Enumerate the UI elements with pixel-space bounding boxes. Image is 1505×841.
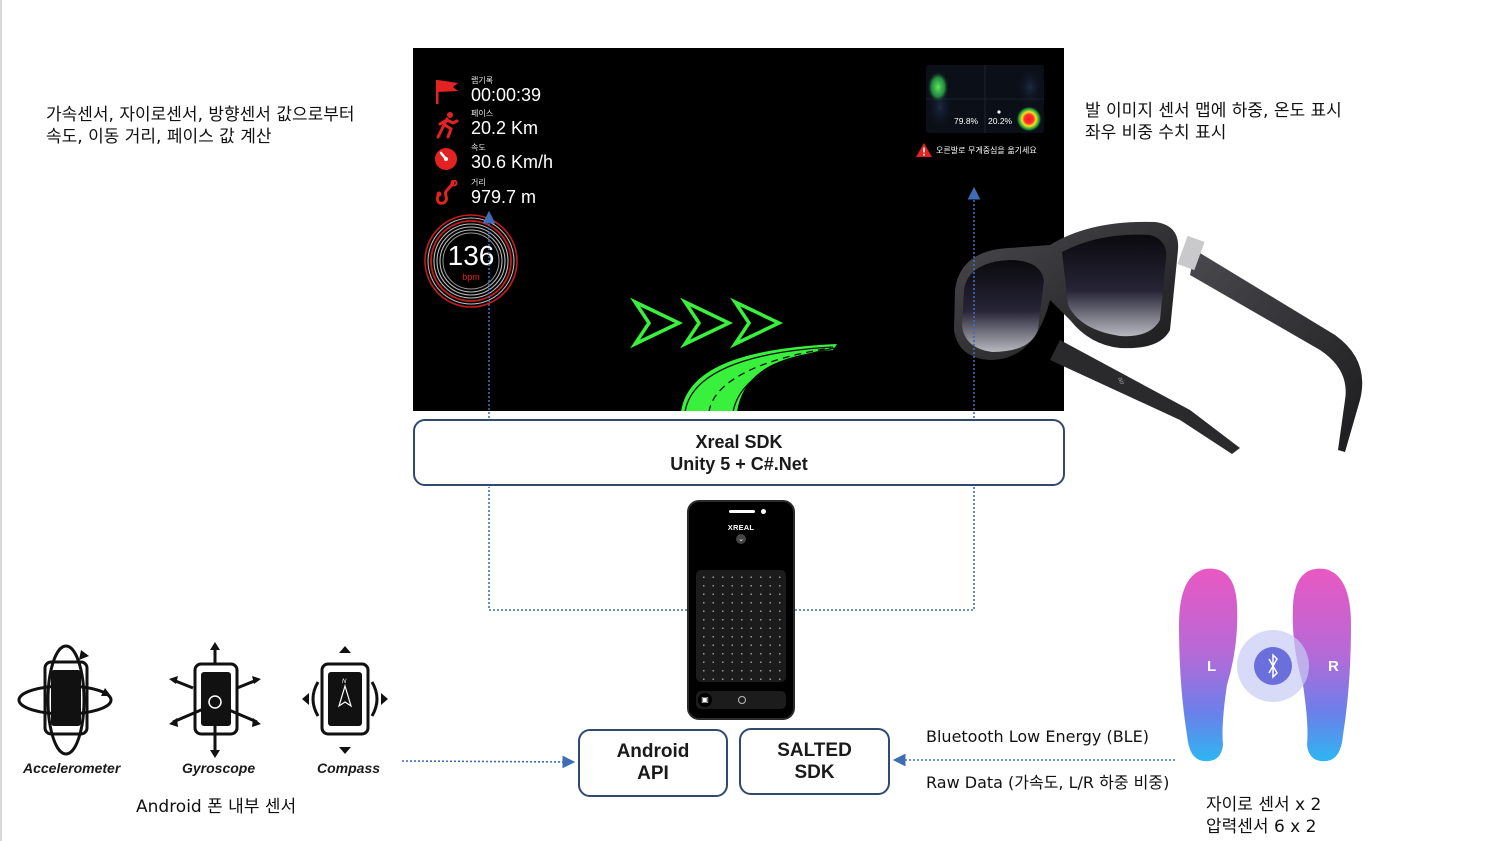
insole-right-label: R xyxy=(1328,658,1339,675)
screenshot-icon[interactable]: ▣ xyxy=(698,693,712,707)
hud-stat-label: 페이스 xyxy=(471,109,494,118)
box-title: Android xyxy=(616,741,690,762)
hud-stat-label: 속도 xyxy=(471,143,486,152)
android-sensors-caption: Android 폰 내부 센서 xyxy=(136,797,297,817)
hud-stat-value: 979.7 m xyxy=(471,187,537,207)
balance-warning: 오른발로 무게중심을 옮기세요 xyxy=(916,143,1037,157)
speedometer-icon xyxy=(435,148,457,170)
caption-line: 압력센서 6 x 2 xyxy=(1206,817,1317,837)
home-circle-icon[interactable] xyxy=(738,696,746,704)
android-api-box: Android API xyxy=(578,729,728,797)
heart-rate-ring-icon xyxy=(424,214,518,308)
box-subtitle: Unity 5 + C#.Net xyxy=(670,453,808,474)
salted-sdk-box: SALTED SDK xyxy=(739,728,890,795)
flag-icon xyxy=(436,80,458,104)
glasses-logo: air xyxy=(1116,376,1125,386)
hud-stat-value: 20.2 Km xyxy=(471,118,539,138)
android-phone: XREAL ⌄ ▣ xyxy=(687,500,795,720)
navigation-arrows-icon xyxy=(630,297,784,349)
foot-pressure-heatmap: 79.8% 20.2% xyxy=(926,65,1044,133)
warning-icon xyxy=(916,143,932,157)
phone-speaker xyxy=(729,510,755,513)
hud-stat-label: 랩기록 xyxy=(471,76,494,85)
chevron-down-icon[interactable]: ⌄ xyxy=(736,534,746,544)
insole-left-label: L xyxy=(1207,658,1216,675)
annotation-line: 발 이미지 센서 맵에 하중, 온도 표시 xyxy=(1085,101,1342,121)
caption-line: 자이로 센서 x 2 xyxy=(1206,795,1322,815)
route-icon xyxy=(435,180,458,205)
runner-icon xyxy=(436,112,459,139)
salted-smart-insoles-image: L R xyxy=(1179,568,1351,762)
phone-brand-label: XREAL xyxy=(727,523,755,532)
right-foot-percentage: 20.2% xyxy=(988,116,1013,126)
insole-sensor-caption: 자이로 센서 x 2 압력센서 6 x 2 xyxy=(1206,794,1321,838)
box-subtitle: API xyxy=(637,763,669,784)
raw-data-label: Raw Data (가속도, L/R 하중 비중) xyxy=(926,773,1170,792)
annotation-line: 속도, 이동 거리, 페이스 값 계산 xyxy=(46,127,272,147)
accelerometer-icon xyxy=(17,644,113,756)
left-foot-percentage: 79.8% xyxy=(954,116,979,126)
gyroscope-icon xyxy=(169,642,261,758)
road-path-icon xyxy=(681,344,837,411)
box-subtitle: SDK xyxy=(794,761,835,783)
annotation-line: 가속센서, 자이로센서, 방향센서 값으로부터 xyxy=(46,105,355,125)
hud-stat-value: 30.6 Km/h xyxy=(471,152,554,172)
sensor-calc-annotation: 가속센서, 자이로센서, 방향센서 값으로부터 속도, 이동 거리, 페이스 값… xyxy=(46,104,355,148)
heart-rate-unit: bpm xyxy=(462,272,480,282)
compass-icon: N xyxy=(302,646,388,754)
phone-control-bar: ▣ xyxy=(696,691,786,709)
ble-label: Bluetooth Low Energy (BLE) xyxy=(926,727,1149,746)
warning-text: 오른발로 무게중심을 옮기세요 xyxy=(936,145,1037,155)
bluetooth-icon xyxy=(1268,653,1278,679)
hud-stat-value: 00:00:39 xyxy=(471,85,542,105)
phone-camera xyxy=(761,509,766,514)
foot-heatmap-graphic xyxy=(926,65,1044,133)
annotation-line: 좌우 비중 수치 표시 xyxy=(1085,123,1227,143)
phone-touchpad[interactable] xyxy=(696,570,786,682)
box-title: Xreal SDK xyxy=(695,431,783,452)
svg-text:N: N xyxy=(342,679,347,685)
accelerometer-label: Accelerometer xyxy=(23,760,121,776)
box-title: SALTED xyxy=(777,739,852,761)
foot-map-annotation: 발 이미지 센서 맵에 하중, 온도 표시 좌우 비중 수치 표시 xyxy=(1085,100,1342,144)
hud-stat-label: 거리 xyxy=(471,178,486,187)
xreal-air-glasses-image: air xyxy=(954,221,1363,454)
xreal-sdk-box: Xreal SDK Unity 5 + C#.Net xyxy=(413,419,1065,486)
slide-left-edge xyxy=(0,0,2,841)
heart-rate-value: 136 xyxy=(447,240,495,271)
compass-label: Compass xyxy=(317,760,381,776)
gyroscope-label: Gyroscope xyxy=(182,760,256,776)
